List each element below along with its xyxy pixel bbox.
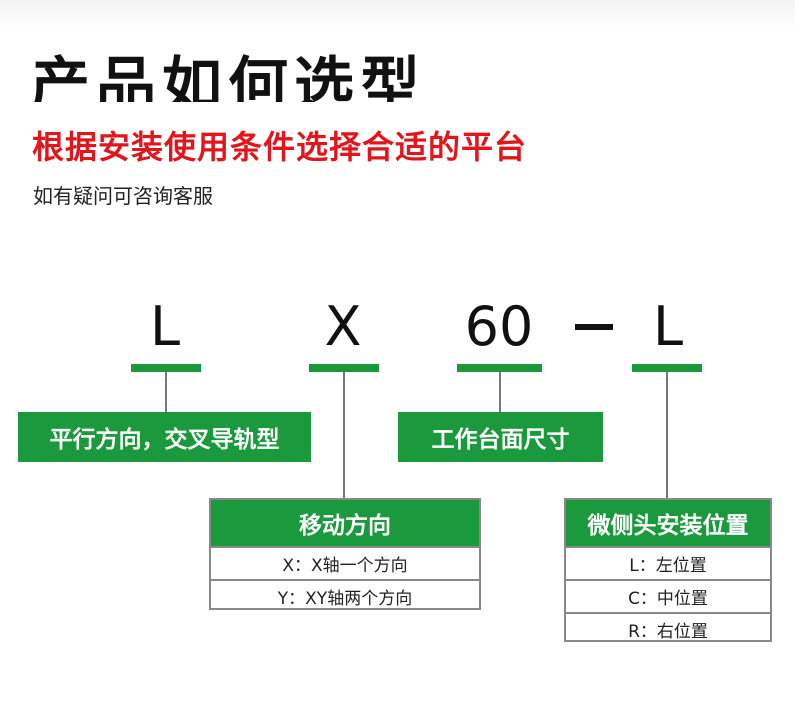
table-size-label: 工作台面尺寸: [398, 412, 603, 462]
guide-type-label: 平行方向，交叉导轨型: [18, 412, 311, 462]
connector-2: [343, 372, 345, 498]
underline-part-3: [457, 364, 542, 372]
code-part-4: L: [652, 295, 684, 358]
contact-note: 如有疑问可咨询客服: [33, 184, 213, 208]
connector-1: [165, 372, 167, 412]
micrometer-position-table: 微侧头安装位置 L：左位置 C：中位置 R：右位置: [564, 498, 772, 642]
code-part-1: L: [149, 295, 181, 358]
micrometer-position-header: 微侧头安装位置: [566, 500, 770, 546]
page-title-container: 产品如何选型: [30, 40, 550, 102]
top-fade: [0, 0, 795, 30]
move-direction-table: 移动方向 X：X轴一个方向 Y：XY轴两个方向: [209, 498, 481, 610]
move-direction-row-y: Y：XY轴两个方向: [211, 579, 479, 612]
micrometer-row-center: C：中位置: [566, 579, 770, 612]
micrometer-row-left: L：左位置: [566, 546, 770, 579]
micrometer-row-right: R：右位置: [566, 612, 770, 645]
underline-part-2: [309, 364, 379, 372]
move-direction-header: 移动方向: [211, 500, 479, 546]
connector-4: [666, 372, 668, 498]
code-dash: [575, 324, 613, 330]
code-part-2: X: [324, 295, 362, 358]
connector-3: [499, 372, 501, 412]
subtitle: 根据安装使用条件选择合适的平台: [32, 128, 528, 166]
underline-part-4: [632, 364, 702, 372]
move-direction-row-x: X：X轴一个方向: [211, 546, 479, 579]
page-title: 产品如何选型: [30, 51, 426, 102]
code-part-3: 60: [464, 295, 534, 358]
underline-part-1: [131, 364, 201, 372]
